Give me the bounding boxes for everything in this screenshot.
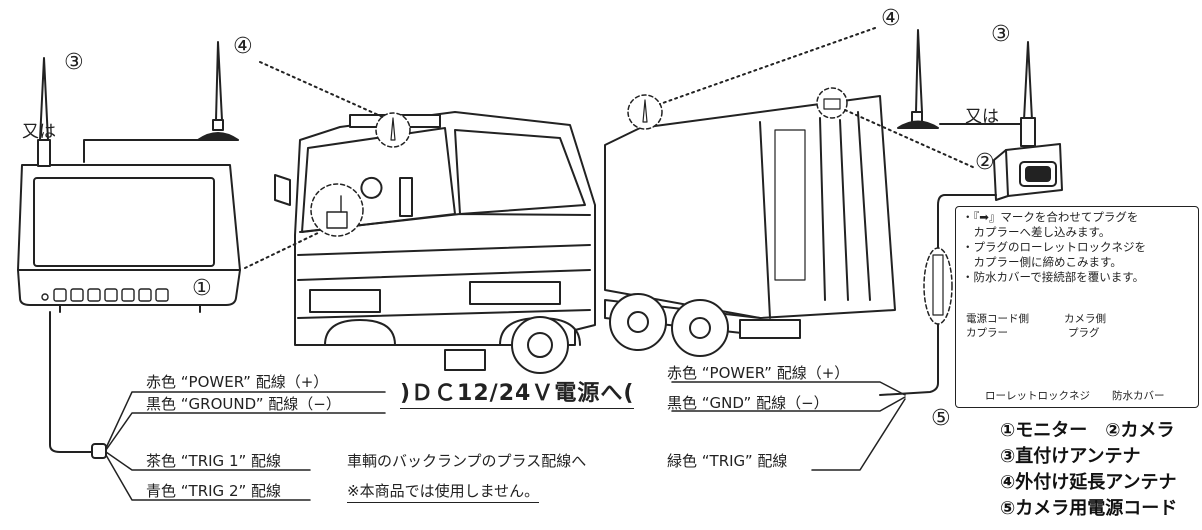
monitor-direct-antenna	[37, 57, 51, 167]
instruction-line-2: カプラーへ差し込みます。	[962, 225, 1111, 239]
callout-1: ①	[192, 276, 212, 301]
legend-item-1-2: ①モニター ②カメラ	[1000, 420, 1175, 441]
right-gnd-wire-label: 黒色 “GND” 配線（−）	[667, 394, 829, 412]
trig1-note: 車輌のバックランプのプラス配線へ	[347, 452, 587, 470]
or-label-left: 又は	[22, 122, 56, 142]
callout-3-left: ③	[64, 50, 84, 75]
parts-legend: ①モニター ②カメラ ③直付けアンテナ ④外付け延長アンテナ ⑤カメラ用電源コー…	[1000, 418, 1177, 522]
left-power-wire-label: 赤色 “POWER” 配線（+）	[146, 373, 329, 391]
legend-item-4: ④外付け延長アンテナ	[1000, 472, 1177, 493]
instruction-line-3: ・プラグのローレットロックネジを	[962, 240, 1146, 254]
callout-4-right: ④	[881, 6, 901, 31]
coupler-side-label-top: 電源コード側	[966, 313, 1029, 325]
knurl-screw-label: ローレットロックネジ	[985, 390, 1090, 402]
trig2-note: ※本商品では使用しません。	[347, 480, 540, 503]
legend-item-3: ③直付けアンテナ	[1000, 446, 1141, 467]
magnetic-antenna-right	[897, 29, 1023, 147]
left-ground-wire-label: 黒色 “GROUND” 配線（−）	[146, 395, 341, 413]
magnetic-antenna-left	[83, 41, 239, 163]
or-label-right: 又は	[965, 107, 999, 127]
connection-instructions-box	[955, 206, 1199, 408]
monitor-buttons	[41, 288, 169, 302]
callout-2: ②	[975, 150, 995, 175]
callout-3-right: ③	[991, 22, 1011, 47]
camera-direct-antenna	[1020, 41, 1036, 147]
camera-side-label-bottom: プラグ	[1068, 327, 1100, 339]
camera	[993, 143, 1063, 201]
trig2-wire-label: 青色 “TRIG 2” 配線	[146, 482, 282, 500]
waterproof-cover-label: 防水カバー	[1112, 390, 1165, 402]
instruction-line-4: カプラー側に締めこみます。	[962, 255, 1122, 269]
coupler-side-label-bottom: カプラー	[966, 327, 1008, 339]
instruction-line-5: ・防水カバーで接続部を覆います。	[962, 270, 1145, 284]
monitor	[17, 164, 241, 313]
legend-item-5: ⑤カメラ用電源コード	[1000, 498, 1178, 519]
right-power-wire-label: 赤色 “POWER” 配線（+）	[667, 364, 850, 382]
camera-side-label-top: カメラ側	[1064, 313, 1106, 325]
cab-antenna-detail	[310, 183, 364, 237]
instruction-line-1: ・『➡』マークを合わせてプラグを	[962, 210, 1139, 224]
callout-4-left: ④	[233, 34, 253, 59]
trig-wire-label: 緑色 “TRIG” 配線	[667, 452, 788, 470]
trailer	[604, 95, 896, 357]
trig1-wire-label: 茶色 “TRIG 1” 配線	[146, 452, 282, 470]
callout-5: ⑤	[931, 406, 951, 431]
dc-power-label: )ＤＣ12/24Ｖ電源へ(	[400, 375, 635, 409]
truck-cab	[274, 111, 596, 374]
